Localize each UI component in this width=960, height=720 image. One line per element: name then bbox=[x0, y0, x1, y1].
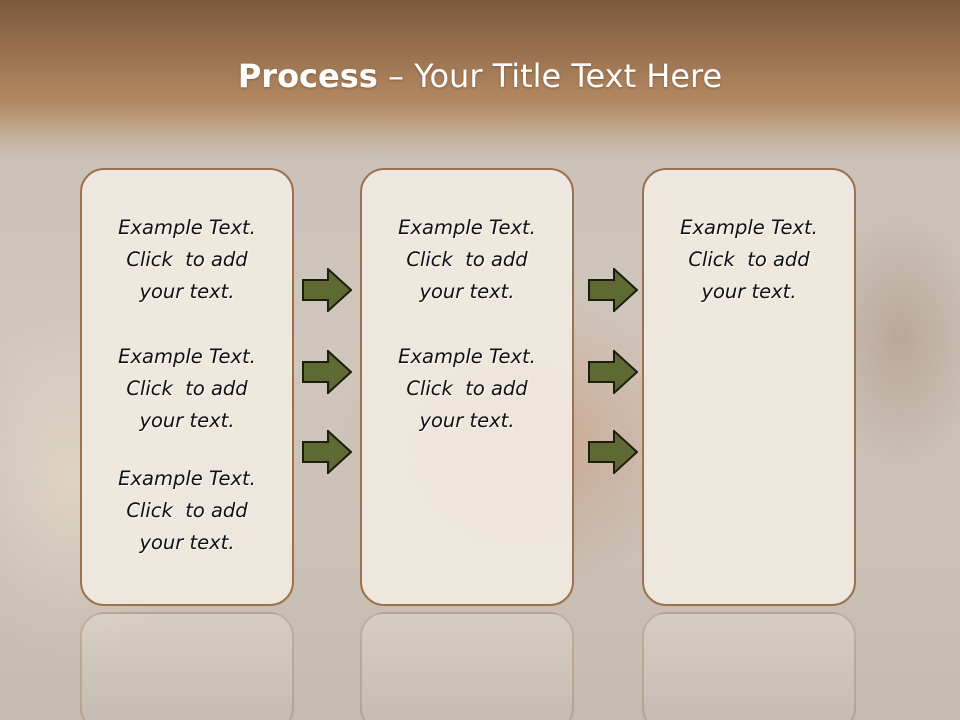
title-band bbox=[0, 0, 960, 160]
right-arrow-icon bbox=[302, 350, 352, 394]
title-bold: Process bbox=[237, 57, 378, 95]
title-rest: – Your Title Text Here bbox=[377, 57, 723, 95]
right-arrow-icon bbox=[588, 268, 638, 312]
right-arrow-icon bbox=[588, 350, 638, 394]
slide-title[interactable]: Process – Your Title Text Here bbox=[0, 56, 960, 96]
right-arrow-icon bbox=[588, 430, 638, 474]
box-reflection-1 bbox=[80, 612, 294, 720]
box-reflection-2 bbox=[360, 612, 574, 720]
box-reflection-3 bbox=[642, 612, 856, 720]
right-arrow-icon bbox=[302, 430, 352, 474]
right-arrow-icon bbox=[302, 268, 352, 312]
